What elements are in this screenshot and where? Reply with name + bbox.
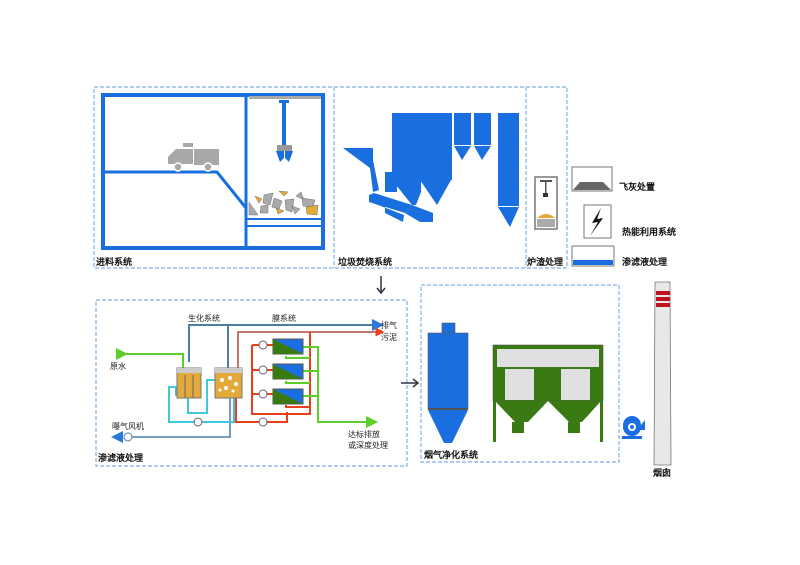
legend-label: 飞灰处置 [619, 181, 655, 193]
crane-grab-icon [276, 100, 293, 162]
legend: 飞灰处置 热能利用系统 渗滤液处理 [571, 166, 676, 268]
legend-label: 热能利用系统 [622, 226, 676, 238]
label-raw-water: 原水 [110, 361, 126, 371]
label-bio-system: 生化系统 [188, 313, 220, 323]
membrane-module-icon [272, 338, 304, 405]
legend-label: 渗滤液处理 [622, 256, 667, 268]
bio-tank-icon [176, 367, 202, 399]
leachate-tank-icon [571, 245, 615, 267]
top-section-frame [93, 86, 568, 269]
section-label-chimney: 烟囱 [653, 467, 671, 479]
arrow-right-icon [401, 378, 420, 388]
dump-truck-icon [168, 143, 219, 172]
label-membrane-system: 膜系统 [272, 313, 296, 323]
incinerator: 垃圾焚烧系统 [338, 113, 519, 268]
section-label-slag: 炉渣处理 [527, 256, 563, 268]
section-label-flue-gas: 烟气净化系统 [424, 449, 478, 461]
label-sludge: 污泥 [381, 332, 397, 342]
garbage-pile [248, 190, 319, 216]
bag-filter-icon [492, 344, 604, 442]
arrow-down-icon [376, 276, 386, 295]
label-exhaust: 排气 [381, 320, 397, 330]
induced-draft-fan-icon [622, 416, 645, 439]
slag-treatment-icon: 炉渣处理 [527, 176, 563, 268]
label-discharge-deep: 或深度处理 [348, 440, 388, 450]
label-aeration-fan: 曝气风机 [112, 421, 144, 431]
aeration-tank-icon [214, 367, 243, 399]
label-discharge: 达标排放 [348, 429, 380, 439]
lightning-icon [583, 204, 612, 239]
cyclone-icon [427, 322, 469, 443]
crane-rail [249, 96, 321, 99]
section-label-feeding: 进料系统 [96, 256, 132, 268]
chimney-icon [653, 281, 672, 466]
flue-gas-section-frame [420, 284, 620, 463]
leachate-process [111, 319, 385, 443]
fly-ash-icon [571, 166, 613, 192]
section-label-leachate: 渗滤液处理 [98, 452, 143, 464]
section-label-incineration: 垃圾焚烧系统 [338, 256, 392, 268]
feeding-system: 进料系统 [96, 93, 325, 268]
